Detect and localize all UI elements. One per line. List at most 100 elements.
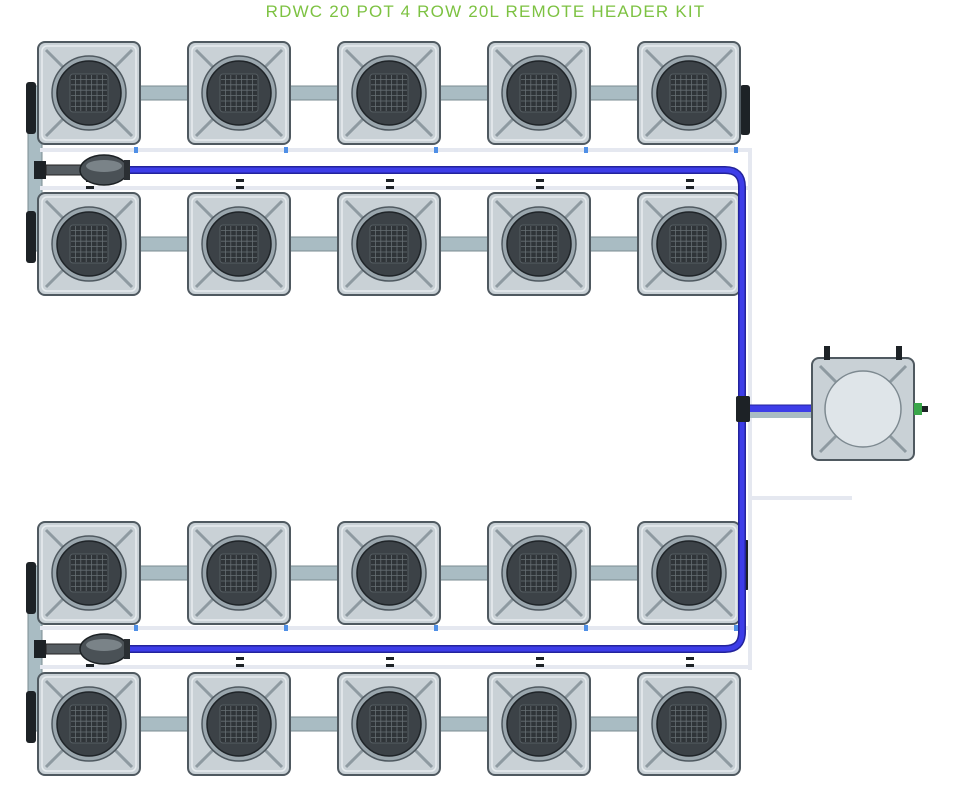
pot-rim: [641, 196, 737, 292]
header-tank: [811, 346, 928, 461]
pump-fitting: [34, 161, 46, 179]
tick-mark: [236, 186, 244, 189]
grow-pot: [37, 41, 141, 145]
net-pot-mesh: [219, 704, 259, 744]
net-pot-mesh: [369, 553, 409, 593]
pot-rim: [41, 196, 137, 292]
pump-shaft: [45, 164, 85, 176]
hose-clip: [284, 147, 288, 153]
pot-rim: [191, 196, 287, 292]
net-pot-mesh: [369, 704, 409, 744]
pot-rim: [491, 525, 587, 621]
header-bracket: [896, 346, 902, 360]
pump-highlight: [86, 160, 122, 172]
pump-group: [34, 154, 130, 665]
tick-mark: [86, 664, 94, 667]
pump-shaft: [45, 643, 85, 655]
pot-rim: [341, 45, 437, 141]
grow-pot: [337, 192, 441, 296]
tick-mark: [686, 179, 694, 182]
grow-pot: [487, 192, 591, 296]
net-pot-mesh: [519, 73, 559, 113]
net-pot-mesh: [669, 553, 709, 593]
tick-mark: [386, 664, 394, 667]
net-pot-mesh: [219, 553, 259, 593]
grow-pot: [487, 672, 591, 776]
tick-mark: [386, 179, 394, 182]
grow-pot: [37, 521, 141, 625]
tick-mark: [536, 186, 544, 189]
tick-mark: [686, 664, 694, 667]
feed-line: [40, 186, 752, 190]
net-pot-mesh: [369, 224, 409, 264]
tick-mark: [536, 664, 544, 667]
pot-rim: [491, 676, 587, 772]
hose-clip: [734, 147, 738, 153]
grow-pot: [337, 41, 441, 145]
right-cap: [740, 85, 750, 135]
tick-mark: [86, 186, 94, 189]
pump-fitting: [34, 640, 46, 658]
pot-rim: [191, 45, 287, 141]
hose-clip: [734, 625, 738, 631]
tick-mark: [536, 657, 544, 660]
pot-rim: [341, 196, 437, 292]
net-pot-mesh: [519, 704, 559, 744]
grow-pot: [187, 521, 291, 625]
hose-to-header: [741, 404, 813, 414]
grow-pot: [637, 192, 741, 296]
left-cap: [26, 562, 36, 614]
pot-rim: [341, 676, 437, 772]
grow-pot: [187, 672, 291, 776]
inline-pump: [34, 633, 130, 665]
grow-pot: [187, 192, 291, 296]
page-title: RDWC 20 POT 4 ROW 20L REMOTE HEADER KIT: [265, 2, 706, 21]
grow-pot: [637, 41, 741, 145]
pot-rim: [641, 676, 737, 772]
net-pot-mesh: [219, 224, 259, 264]
tick-mark: [236, 179, 244, 182]
pot-rim: [641, 45, 737, 141]
left-cap: [26, 691, 36, 743]
remote-header-tank: [811, 346, 928, 461]
feed-line-to-header: [748, 496, 852, 500]
inline-pump: [34, 154, 130, 186]
net-pot-mesh: [519, 553, 559, 593]
tick-mark: [536, 179, 544, 182]
pot-rim: [341, 525, 437, 621]
hose-clip: [584, 625, 588, 631]
tick-mark: [236, 664, 244, 667]
net-pot-mesh: [519, 224, 559, 264]
pump-outlet: [124, 160, 130, 180]
tick-mark: [686, 657, 694, 660]
pot-grid: [37, 41, 741, 776]
grow-pot: [487, 521, 591, 625]
pot-rim: [191, 676, 287, 772]
tick-mark: [386, 186, 394, 189]
header-valve-tip: [922, 406, 928, 412]
net-pot-mesh: [69, 704, 109, 744]
left-cap: [26, 82, 36, 134]
grow-pot: [337, 672, 441, 776]
grow-pot: [187, 41, 291, 145]
hose-clip: [434, 147, 438, 153]
net-pot-mesh: [219, 73, 259, 113]
pot-rim: [191, 525, 287, 621]
grow-pot: [337, 521, 441, 625]
tick-mark: [686, 186, 694, 189]
grow-pot: [37, 672, 141, 776]
tick-mark: [236, 657, 244, 660]
pot-rim: [41, 525, 137, 621]
hose-clip: [584, 147, 588, 153]
tick-mark: [386, 657, 394, 660]
pot-rim: [41, 676, 137, 772]
header-lid: [824, 370, 902, 448]
grow-pot: [487, 41, 591, 145]
grey-pipe-to-header: [750, 412, 812, 418]
net-pot-mesh: [69, 553, 109, 593]
net-pot-mesh: [69, 73, 109, 113]
pump-outlet: [124, 639, 130, 659]
net-pot-mesh: [369, 73, 409, 113]
net-pot-mesh: [669, 73, 709, 113]
